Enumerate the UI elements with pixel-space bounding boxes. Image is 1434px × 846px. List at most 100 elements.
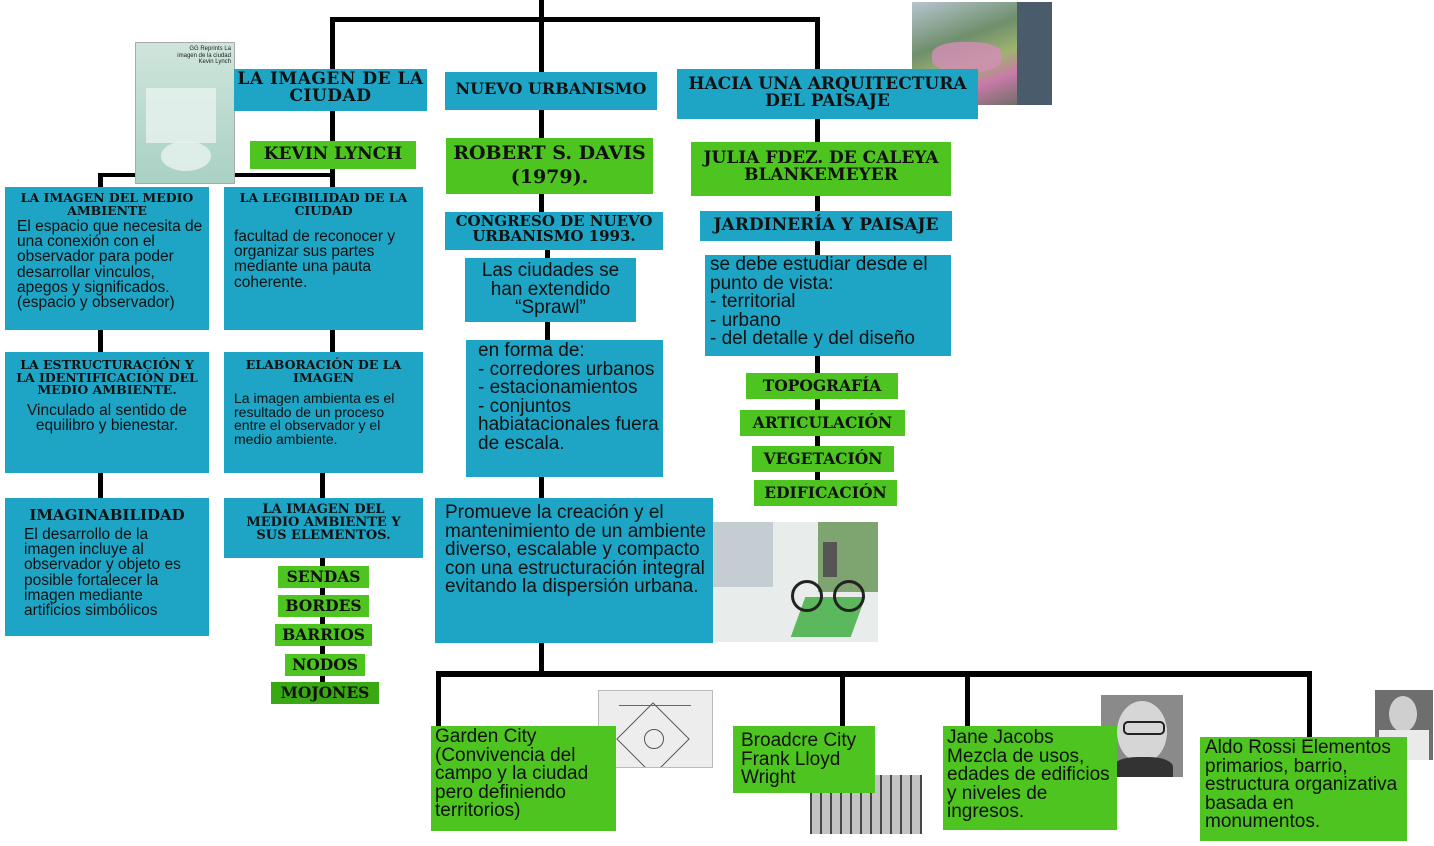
street-cyclist-illustration — [713, 522, 878, 642]
medio-ambiente-box: La imagen del medio ambiente El espacio … — [5, 187, 209, 330]
connector-line — [815, 118, 820, 146]
paisaje-tag-label: ARTICULACIÓN — [752, 413, 893, 432]
forma-box: en forma de: - corredores urbanos - esta… — [466, 340, 663, 477]
imaginabilidad-title: IMAGINABILIDAD — [29, 506, 185, 524]
paisaje-tag-label: TOPOGRAFÍA — [762, 376, 882, 395]
connector-line — [539, 643, 544, 675]
element-tag-label: BORDES — [285, 596, 362, 615]
sprawl-text: Las ciudades se han extendido “Sprawl” — [481, 260, 620, 319]
elementos-box: La imagen del medio ambiente y sus eleme… — [224, 498, 423, 558]
connector-line — [98, 173, 103, 188]
broadacre-box: Broadcre City Frank Lloyd Wright — [733, 726, 875, 793]
connector-line — [330, 168, 335, 190]
lynch-author-box: Kevin Lynch — [250, 141, 416, 169]
garden-city-box: Garden City (Convivencia del campo y la … — [431, 726, 616, 831]
paisaje-author-box: Julia Fdez. de Caleya Blankemeyer — [691, 142, 951, 196]
element-tag-label: SENDAS — [286, 567, 361, 586]
paisaje-tag-label: VEGETACIÓN — [763, 449, 883, 468]
aldo-rossi-text: Aldo Rossi Elementos primarios, barrio, … — [1205, 737, 1398, 833]
connector-line — [436, 671, 1312, 677]
book-cover-label: GG Reprints La imagen de la ciudad Kevin… — [177, 46, 231, 66]
book-cover-image: GG Reprints La imagen de la ciudad Kevin… — [135, 42, 235, 184]
nuevo-title: Nuevo urbanismo — [455, 79, 647, 98]
paisaje-author: Julia Fdez. de Caleya Blankemeyer — [703, 148, 939, 185]
legibilidad-title: La legibilidad de la ciudad — [239, 190, 408, 218]
estudiar-line: - urbano — [710, 309, 781, 331]
elaboracion-title: Elaboración de la imagen — [245, 357, 402, 385]
connector-line — [330, 330, 335, 352]
forma-line: en forma de: — [478, 340, 585, 361]
estudiar-box: se debe estudiar desde el punto de vista… — [705, 255, 951, 356]
connector-line — [539, 17, 544, 72]
connector-line — [545, 250, 550, 260]
paisaje-tag-label: EDIFICACIÓN — [764, 483, 887, 502]
lynch-author: Kevin Lynch — [263, 144, 403, 164]
estructuracion-title: La estructuración y la identificación de… — [16, 357, 198, 397]
element-tag: MOJONES — [271, 682, 379, 704]
connector-line — [436, 671, 441, 729]
imaginabilidad-box: IMAGINABILIDAD El desarrollo de la image… — [5, 498, 209, 636]
connector-line — [815, 196, 820, 212]
connector-line — [840, 671, 845, 729]
connector-line — [539, 0, 544, 20]
broadacre-text: Broadcre City Frank Lloyd Wright — [741, 730, 857, 789]
paisaje-title: Hacia una arquitectura del paisaje — [688, 74, 967, 111]
element-tag-label: BARRIOS — [282, 625, 365, 644]
garden-city-text: Garden City (Convivencia del campo y la … — [435, 726, 589, 822]
estructuracion-text: Vinculado al sentido de equilibro y bien… — [26, 401, 187, 434]
nuevo-author: Robert S. Davis (1979). — [453, 142, 646, 188]
connector-line — [98, 330, 103, 352]
element-tag: NODOS — [285, 654, 365, 676]
estructuracion-box: La estructuración y la identificación de… — [5, 352, 209, 473]
estudiar-line: se debe estudiar desde el punto de vista… — [710, 254, 928, 294]
element-tag-label: MOJONES — [280, 683, 370, 702]
element-tag: BORDES — [278, 595, 369, 617]
elaboracion-box: Elaboración de la imagen La imagen ambie… — [224, 352, 423, 473]
connector-line — [330, 110, 335, 145]
estudiar-line: - del detalle y del diseño — [710, 328, 915, 350]
landscape-photo — [912, 2, 1052, 105]
forma-line: - estacionamientos — [478, 377, 638, 399]
nuevo-author-box: Robert S. Davis (1979). — [446, 138, 653, 194]
garden-city-diagram — [598, 690, 713, 768]
jane-jacobs-text: Jane Jacobs Mezcla de usos, edades de ed… — [947, 727, 1110, 823]
jardineria-box: Jardinería y paisaje — [700, 211, 952, 241]
connector-line — [330, 17, 335, 69]
congreso-box: Congreso de nuevo urbanismo 1993. — [445, 212, 663, 250]
paisaje-title-box: Hacia una arquitectura del paisaje — [677, 69, 978, 119]
nuevo-title-box: Nuevo urbanismo — [445, 72, 657, 110]
connector-line — [815, 17, 820, 69]
lynch-title-box: La imagen de la ciudad — [234, 69, 427, 111]
forma-line: - corredores urbanos — [478, 358, 655, 380]
jane-jacobs-box: Jane Jacobs Mezcla de usos, edades de ed… — [943, 726, 1117, 830]
promueve-box: Promueve la creación y el mantenimiento … — [435, 498, 713, 643]
connector-line — [330, 17, 820, 22]
forma-line: - conjuntos habiatacionales fuera de esc… — [478, 395, 659, 455]
connector-line — [539, 110, 544, 140]
connector-line — [815, 240, 820, 255]
paisaje-tag: TOPOGRAFÍA — [746, 373, 898, 399]
connector-line — [539, 477, 544, 499]
element-tag: BARRIOS — [275, 624, 372, 646]
paisaje-tag: EDIFICACIÓN — [754, 480, 897, 506]
connector-line — [545, 322, 550, 342]
aldo-rossi-box: Aldo Rossi Elementos primarios, barrio, … — [1200, 737, 1407, 841]
paisaje-tag: ARTICULACIÓN — [740, 410, 905, 436]
connector-line — [539, 192, 544, 212]
connector-line — [320, 558, 325, 688]
legibilidad-box: La legibilidad de la ciudad facultad de … — [224, 187, 423, 330]
element-tag-label: NODOS — [292, 655, 358, 674]
connector-line — [98, 473, 103, 498]
lynch-title: La imagen de la ciudad — [237, 69, 424, 106]
legibilidad-text: facultad de reconocer y organizar sus pa… — [234, 228, 396, 291]
elaboracion-text: La imagen ambienta es el resultado de un… — [234, 390, 395, 448]
medio-ambiente-text: El espacio que necesita de una conexión … — [17, 218, 203, 311]
estudiar-line: - territorial — [710, 291, 796, 313]
paisaje-tag: VEGETACIÓN — [752, 446, 894, 472]
connector-line — [965, 671, 970, 729]
element-tag: SENDAS — [278, 566, 369, 588]
congreso-text: Congreso de nuevo urbanismo 1993. — [455, 212, 653, 245]
connector-line — [1307, 671, 1312, 739]
promueve-text: Promueve la creación y el mantenimiento … — [445, 502, 706, 598]
medio-ambiente-title: La imagen del medio ambiente — [20, 190, 194, 218]
